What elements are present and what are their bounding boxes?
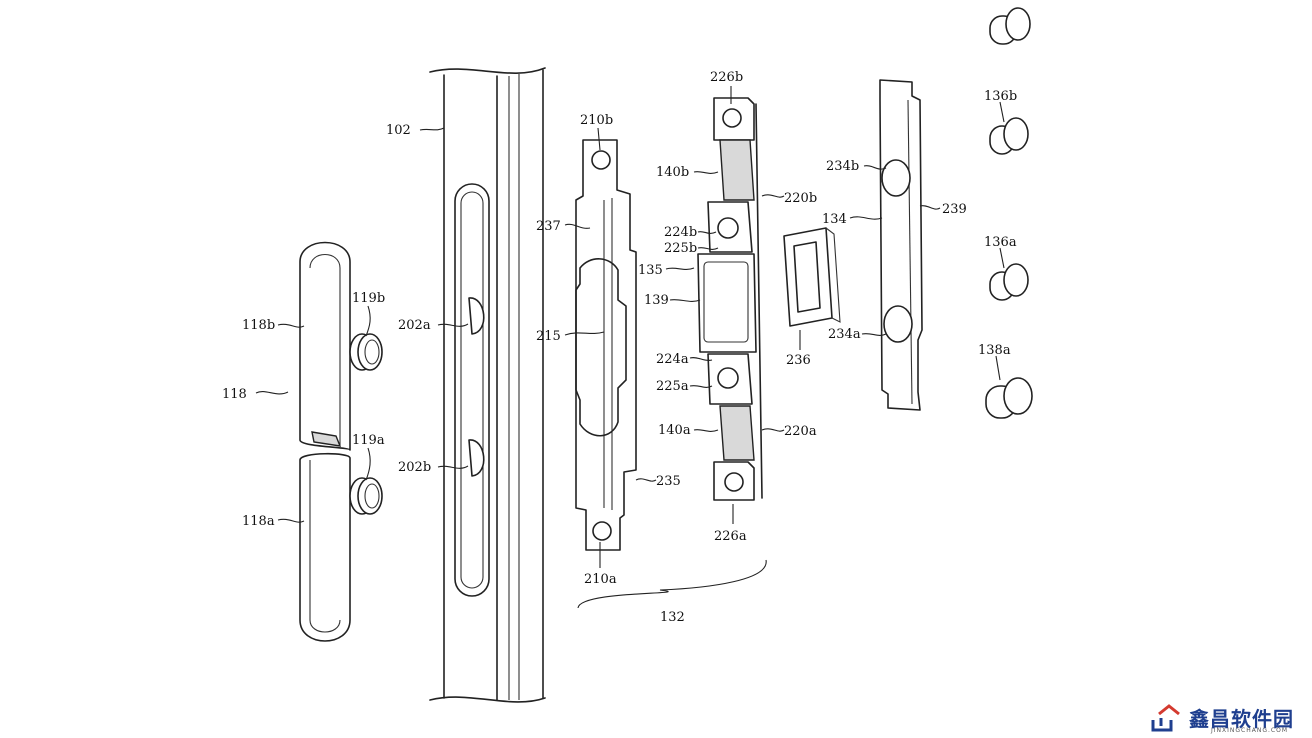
- label-136a: 136a: [984, 235, 1017, 250]
- pin-top: [989, 7, 1031, 45]
- brace-132: [577, 559, 767, 609]
- watermark-text: 鑫昌软件园: [1189, 706, 1294, 731]
- label-224b: 224b: [664, 225, 697, 240]
- label-226a: 226a: [714, 529, 747, 544]
- post-119b: [349, 333, 383, 371]
- watermark-subtext: JINXINGCHANG.COM: [1211, 727, 1288, 734]
- pin-136a: [989, 263, 1029, 301]
- label-234b: 234b: [826, 159, 859, 174]
- label-220a: 220a: [784, 424, 817, 439]
- label-210b: 210b: [580, 113, 613, 128]
- label-136b: 136b: [984, 89, 1017, 104]
- label-118b: 118b: [242, 318, 275, 333]
- label-135: 135: [638, 263, 663, 278]
- label-225a: 225a: [656, 379, 689, 394]
- housing-102: [429, 67, 546, 703]
- labels: 102 118b 118 118a 119b 119a 202a 202b 21…: [222, 70, 1017, 625]
- label-234a: 234a: [828, 327, 861, 342]
- label-215: 215: [536, 329, 561, 344]
- logo-icon: [1151, 704, 1180, 732]
- label-235: 235: [656, 474, 681, 489]
- label-132: 132: [660, 610, 685, 625]
- label-202a: 202a: [398, 318, 431, 333]
- bracket-235: [575, 139, 637, 551]
- label-239: 239: [942, 202, 967, 217]
- label-119a: 119a: [352, 433, 385, 448]
- label-226b: 226b: [710, 70, 743, 85]
- label-118a: 118a: [242, 514, 275, 529]
- watermark-logo: 鑫昌软件园: [1149, 702, 1294, 732]
- pin-138a: [985, 377, 1033, 419]
- label-138a: 138a: [978, 343, 1011, 358]
- label-202b: 202b: [398, 460, 431, 475]
- leaders: [255, 86, 1005, 568]
- label-225b: 225b: [664, 241, 697, 256]
- ring-236: [783, 227, 841, 327]
- label-140b: 140b: [656, 165, 689, 180]
- label-134: 134: [822, 212, 847, 227]
- label-237: 237: [536, 219, 561, 234]
- bracket-220: [697, 97, 763, 501]
- label-210a: 210a: [584, 572, 617, 587]
- label-139: 139: [644, 293, 669, 308]
- label-140a: 140a: [658, 423, 691, 438]
- plate-134: [879, 79, 923, 411]
- label-102: 102: [386, 123, 411, 138]
- button-118: [299, 241, 383, 642]
- label-224a: 224a: [656, 352, 689, 367]
- pin-136b: [989, 117, 1029, 155]
- label-236: 236: [786, 353, 811, 368]
- post-119a: [349, 477, 383, 515]
- label-118: 118: [222, 387, 247, 402]
- label-220b: 220b: [784, 191, 817, 206]
- label-119b: 119b: [352, 291, 385, 306]
